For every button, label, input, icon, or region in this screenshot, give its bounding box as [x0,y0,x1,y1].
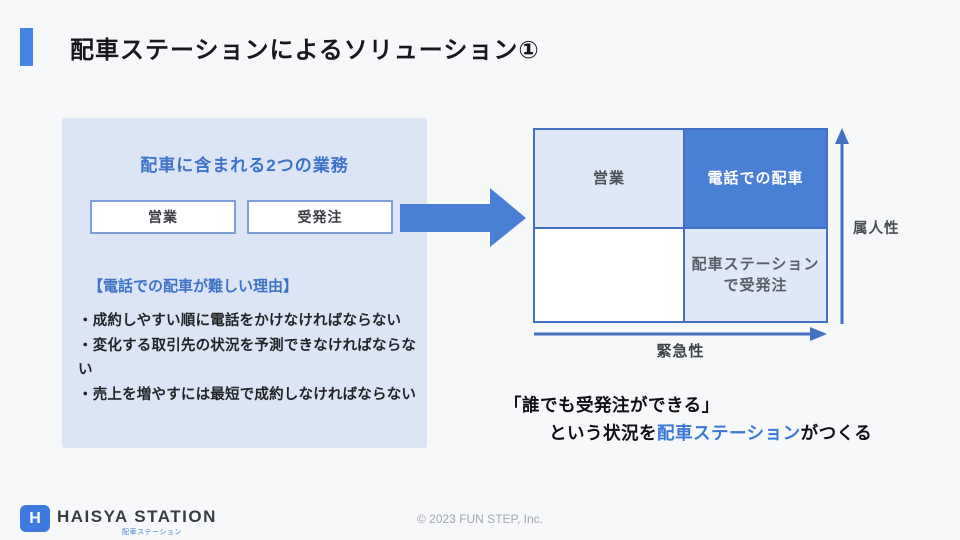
reason-bullet: ・変化する取引先の状況を予測できなければならない [78,337,417,379]
dispatch-tasks-panel: 配車に含まれる2つの業務 営業 受発注 【電話での配車が難しい理由】 ・成約しや… [62,118,427,448]
y-axis-label: 属人性 [853,221,900,237]
urgency-dependency-matrix: 営業 電話での配車 配車ステーション で受発注 [533,128,828,323]
matrix-cell-sales: 営業 [535,130,683,227]
haisya-station-logo-text: HAISYA STATION [57,507,217,526]
key-message-suffix: がつくる [800,423,873,443]
haisya-station-logo-subtext: 配車ステーション [122,529,182,536]
panel-header: 配車に含まれる2つの業務 [140,156,349,175]
right-arrow-icon [400,188,526,247]
key-message-line2: という状況を配車ステーションがつくる [549,420,872,445]
reason-bullet-list: ・成約しやすい順に電話をかけなければならない ・変化する取引先の状況を予測できな… [78,309,427,407]
x-axis-arrow-icon [534,327,827,341]
matrix-cell-empty [535,229,683,321]
page-title: 配車ステーションによるソリューション① [70,37,540,64]
matrix-cell-line: で受発注 [723,277,788,294]
reason-heading: 【電話での配車が難しい理由】 [88,278,299,295]
y-axis-arrow-icon [835,128,849,324]
key-message-highlight: 配車ステーション [657,423,801,443]
matrix-cell-line: 配車ステーション [691,256,820,273]
x-axis-label: 緊急性 [656,343,705,360]
key-message-prefix: という状況を [549,423,657,443]
matrix-cell-station-ordering: 配車ステーション で受発注 [685,229,826,321]
matrix-cell-phone-dispatch: 電話での配車 [685,130,826,227]
task-box-sales: 営業 [90,200,236,234]
title-accent-bar [20,28,33,66]
task-box-ordering: 受発注 [247,200,393,234]
key-message-line1: 「誰でも受発注ができる」 [504,395,720,415]
reason-bullet: ・売上を増やすには最短で成約しなければならない [78,386,417,403]
copyright-text: © 2023 FUN STEP, Inc. [416,512,543,526]
task-boxes-row: 営業 受発注 [90,200,393,234]
reason-bullet: ・成約しやすい順に電話をかけなければならない [78,313,402,329]
haisya-station-logo-icon: H [20,505,50,532]
